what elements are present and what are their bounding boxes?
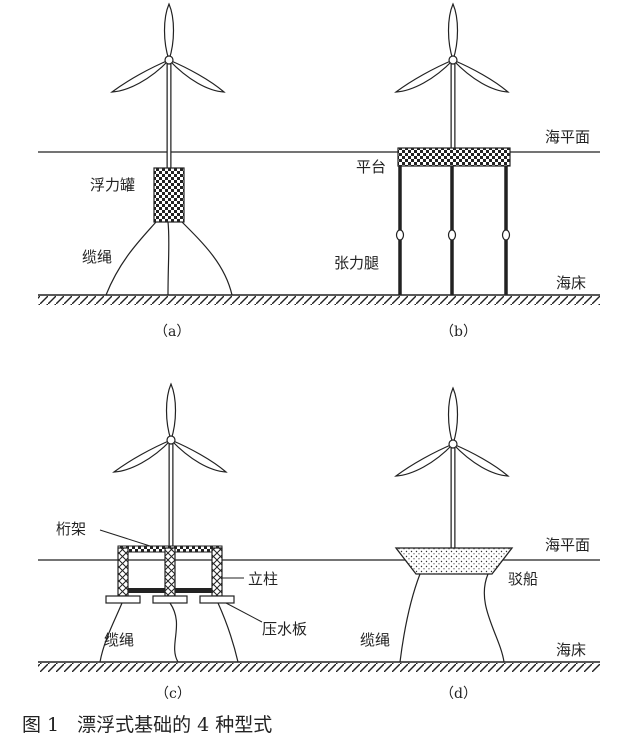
seabed-label-top: 海床 xyxy=(556,274,586,292)
semi-submersible-c xyxy=(105,545,235,604)
heave-plate-leader xyxy=(225,602,263,623)
buoy-tank-label: 浮力罐 xyxy=(90,176,135,194)
mooring-cable-d-right xyxy=(483,573,505,663)
mooring-cable-c-mid xyxy=(169,602,179,663)
turbine-b xyxy=(394,2,510,150)
platform-b xyxy=(397,147,511,167)
barge-label: 驳船 xyxy=(508,570,538,588)
figure-title: 漂浮式基础的 4 种型式 xyxy=(77,714,273,736)
subfigure-b-label: （b） xyxy=(440,324,477,340)
turbine-a xyxy=(110,2,226,170)
truss-leader xyxy=(99,529,151,547)
subfigure-d-label: （d） xyxy=(440,686,477,702)
turbine-d xyxy=(394,386,510,548)
mooring-cable-a-left xyxy=(105,221,157,296)
tension-leg-label: 张力腿 xyxy=(334,254,379,272)
truss-label: 桁架 xyxy=(56,520,86,538)
mooring-cable-label-d: 缆绳 xyxy=(360,631,390,649)
seabed-label-bottom: 海床 xyxy=(556,641,586,659)
tension-leg-joint-mid xyxy=(447,229,457,241)
sea-level-label-top: 海平面 xyxy=(545,128,590,146)
turbine-c xyxy=(112,382,228,548)
seabed-hatch-top xyxy=(38,296,600,305)
subfigure-c-label: （c） xyxy=(155,686,191,702)
mooring-cable-a-right xyxy=(181,221,233,296)
seabed-hatch-bottom xyxy=(38,663,600,672)
tension-leg-joint-left xyxy=(395,229,405,241)
mooring-cable-c-left xyxy=(99,602,123,663)
subfigure-a-label: （a） xyxy=(154,324,190,340)
platform-label: 平台 xyxy=(356,158,386,176)
mooring-cable-d-left xyxy=(399,573,421,663)
mooring-cable-a-mid xyxy=(167,221,170,296)
buoy-tank-a xyxy=(153,167,185,223)
column-label: 立柱 xyxy=(248,570,278,588)
barge-d xyxy=(394,547,514,575)
tension-leg-joint-right xyxy=(501,229,511,241)
mooring-cable-label-a: 缆绳 xyxy=(82,248,112,266)
sea-level-label-bottom: 海平面 xyxy=(545,536,590,554)
heave-plate-label: 压水板 xyxy=(262,620,307,638)
figure-number: 图 1 xyxy=(22,714,60,736)
mooring-cable-label-c: 缆绳 xyxy=(104,631,134,649)
mooring-cable-c-right xyxy=(217,602,239,663)
figure-caption: 图 1 漂浮式基础的 4 种型式 xyxy=(22,710,272,737)
